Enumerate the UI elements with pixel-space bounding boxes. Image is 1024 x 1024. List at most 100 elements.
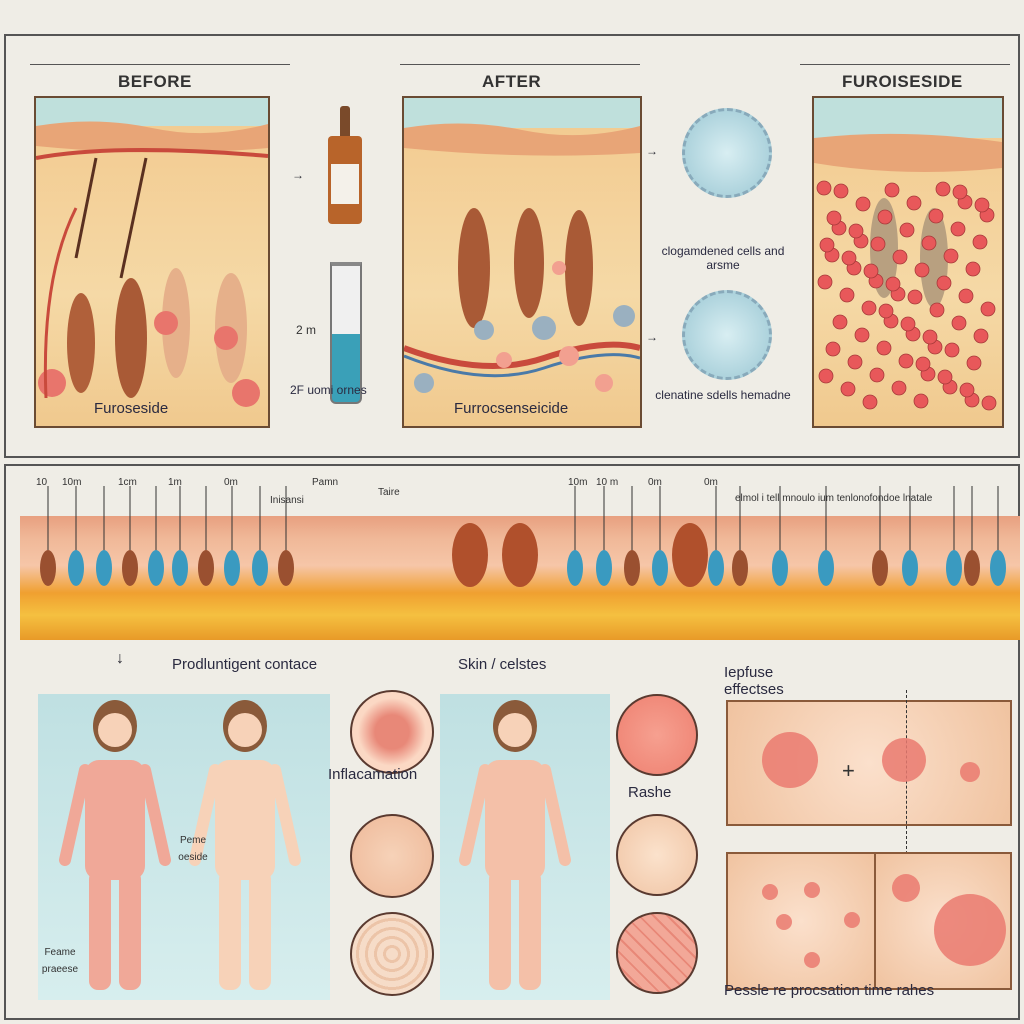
- rash-cell: [847, 354, 863, 370]
- medicine-bottle-icon: [328, 106, 362, 226]
- rash-cell: [936, 275, 952, 291]
- rash-cell: [943, 248, 959, 264]
- zoom-circle-papules: [616, 814, 698, 896]
- right-heading-line1: Iepfuse: [724, 664, 774, 681]
- rash-cell: [973, 328, 989, 344]
- inflamed-follicles-illustration: [404, 98, 640, 393]
- rash-cell: [929, 302, 945, 318]
- rash-cell: [914, 262, 930, 278]
- arm: [59, 764, 91, 866]
- left-heading: Prodluntigent contace: [172, 656, 318, 673]
- hair-follicle: [672, 523, 708, 587]
- rash-spot: [762, 732, 818, 788]
- rash-cell: [981, 395, 997, 411]
- arrow-icon: →: [292, 168, 304, 182]
- scale-label: 0m: [224, 477, 238, 488]
- rash-cell: [937, 369, 953, 385]
- rash-cell: [876, 340, 892, 356]
- rash-spot: [776, 914, 792, 930]
- rash-cell: [892, 249, 908, 265]
- zoom-circle-skin-texture: [616, 912, 698, 994]
- cell-icon: [682, 290, 772, 380]
- follicle-bulb: [224, 550, 240, 586]
- after-header: AFTER: [482, 72, 542, 91]
- rash-cell: [959, 382, 975, 398]
- leg: [519, 870, 541, 990]
- leg: [119, 870, 141, 990]
- rash-spot: [882, 738, 926, 782]
- rash-cell: [922, 329, 938, 345]
- follicle-bulb: [567, 550, 583, 586]
- rash-cell: [966, 355, 982, 371]
- before-panel-label: Furoseside: [94, 400, 169, 417]
- follicle-bulb: [596, 550, 612, 586]
- torso: [215, 760, 275, 880]
- follicle-bulb: [96, 550, 112, 586]
- header-rule: [30, 64, 290, 65]
- follicle-bulb: [148, 550, 164, 586]
- rash-cell: [944, 342, 960, 358]
- side-label-1: Peme oeside: [178, 835, 208, 863]
- inflammation-label: Inflacamation: [328, 766, 418, 783]
- rash-cell: [863, 263, 879, 279]
- scale-label: 10: [36, 477, 48, 488]
- follicle-bulb: [818, 550, 834, 586]
- rash-cell: [915, 356, 931, 372]
- after-skin-panel: Furrocsenseicide: [402, 96, 642, 428]
- rash-cell: [899, 222, 915, 238]
- before-skin-panel: Furoseside: [34, 96, 270, 428]
- syringe-caption: 2F uomi ornes: [290, 383, 367, 397]
- head: [98, 713, 132, 747]
- follicle-bulb: [772, 550, 788, 586]
- right-caption: Pessle re procsation time rahes: [724, 982, 935, 999]
- rash-cell: [913, 393, 929, 409]
- rash-cell: [854, 327, 870, 343]
- rash-cell: [816, 180, 832, 196]
- leg: [89, 870, 111, 990]
- follicle-bulb: [990, 550, 1006, 586]
- rash-cell: [884, 182, 900, 198]
- rash-cell: [951, 315, 967, 331]
- strip-long-label: elmol i tell mnoulo ium tenlonofondoe ln…: [735, 493, 933, 504]
- rash-cell: [877, 209, 893, 225]
- rash-cell: [817, 274, 833, 290]
- zoom-circle-rash: [616, 694, 698, 776]
- scale-label: 10m: [62, 477, 82, 488]
- scale-label: 0m: [648, 477, 662, 488]
- head: [228, 713, 262, 747]
- follicle-bulb: [198, 550, 214, 586]
- arm: [269, 764, 301, 866]
- arm: [459, 764, 491, 866]
- cell-icon: [682, 108, 772, 198]
- rash-cell: [878, 303, 894, 319]
- rash-spot: [804, 882, 820, 898]
- follicle-bulb: [946, 550, 962, 586]
- rash-spot: [804, 952, 820, 968]
- rash-cell: [906, 195, 922, 211]
- rash-cell: [869, 367, 885, 383]
- rash-cell: [841, 250, 857, 266]
- follicle-bulb: [872, 550, 888, 586]
- follicle-bulb: [902, 550, 918, 586]
- zoom-circle-blisters: [350, 814, 434, 898]
- follicle-bulb: [732, 550, 748, 586]
- rash-cell: [928, 208, 944, 224]
- header-rule: [400, 64, 640, 65]
- mid-heading: Skin / celstes: [458, 656, 547, 673]
- leg: [219, 870, 241, 990]
- rash-cell: [818, 368, 834, 384]
- side-label-2: Feame praeese: [41, 947, 79, 975]
- torso: [85, 760, 145, 880]
- rash-cell: [972, 234, 988, 250]
- follicle-bulb: [122, 550, 138, 586]
- follicle-bulb: [252, 550, 268, 586]
- rash-spot: [960, 762, 980, 782]
- scale-label: 0m: [704, 477, 718, 488]
- hair-follicle: [452, 523, 488, 587]
- syringe-volume: 2 m: [296, 323, 317, 337]
- furoseside-skin-panel: [812, 96, 1004, 428]
- follicle-bulb: [68, 550, 84, 586]
- rash-cell: [840, 381, 856, 397]
